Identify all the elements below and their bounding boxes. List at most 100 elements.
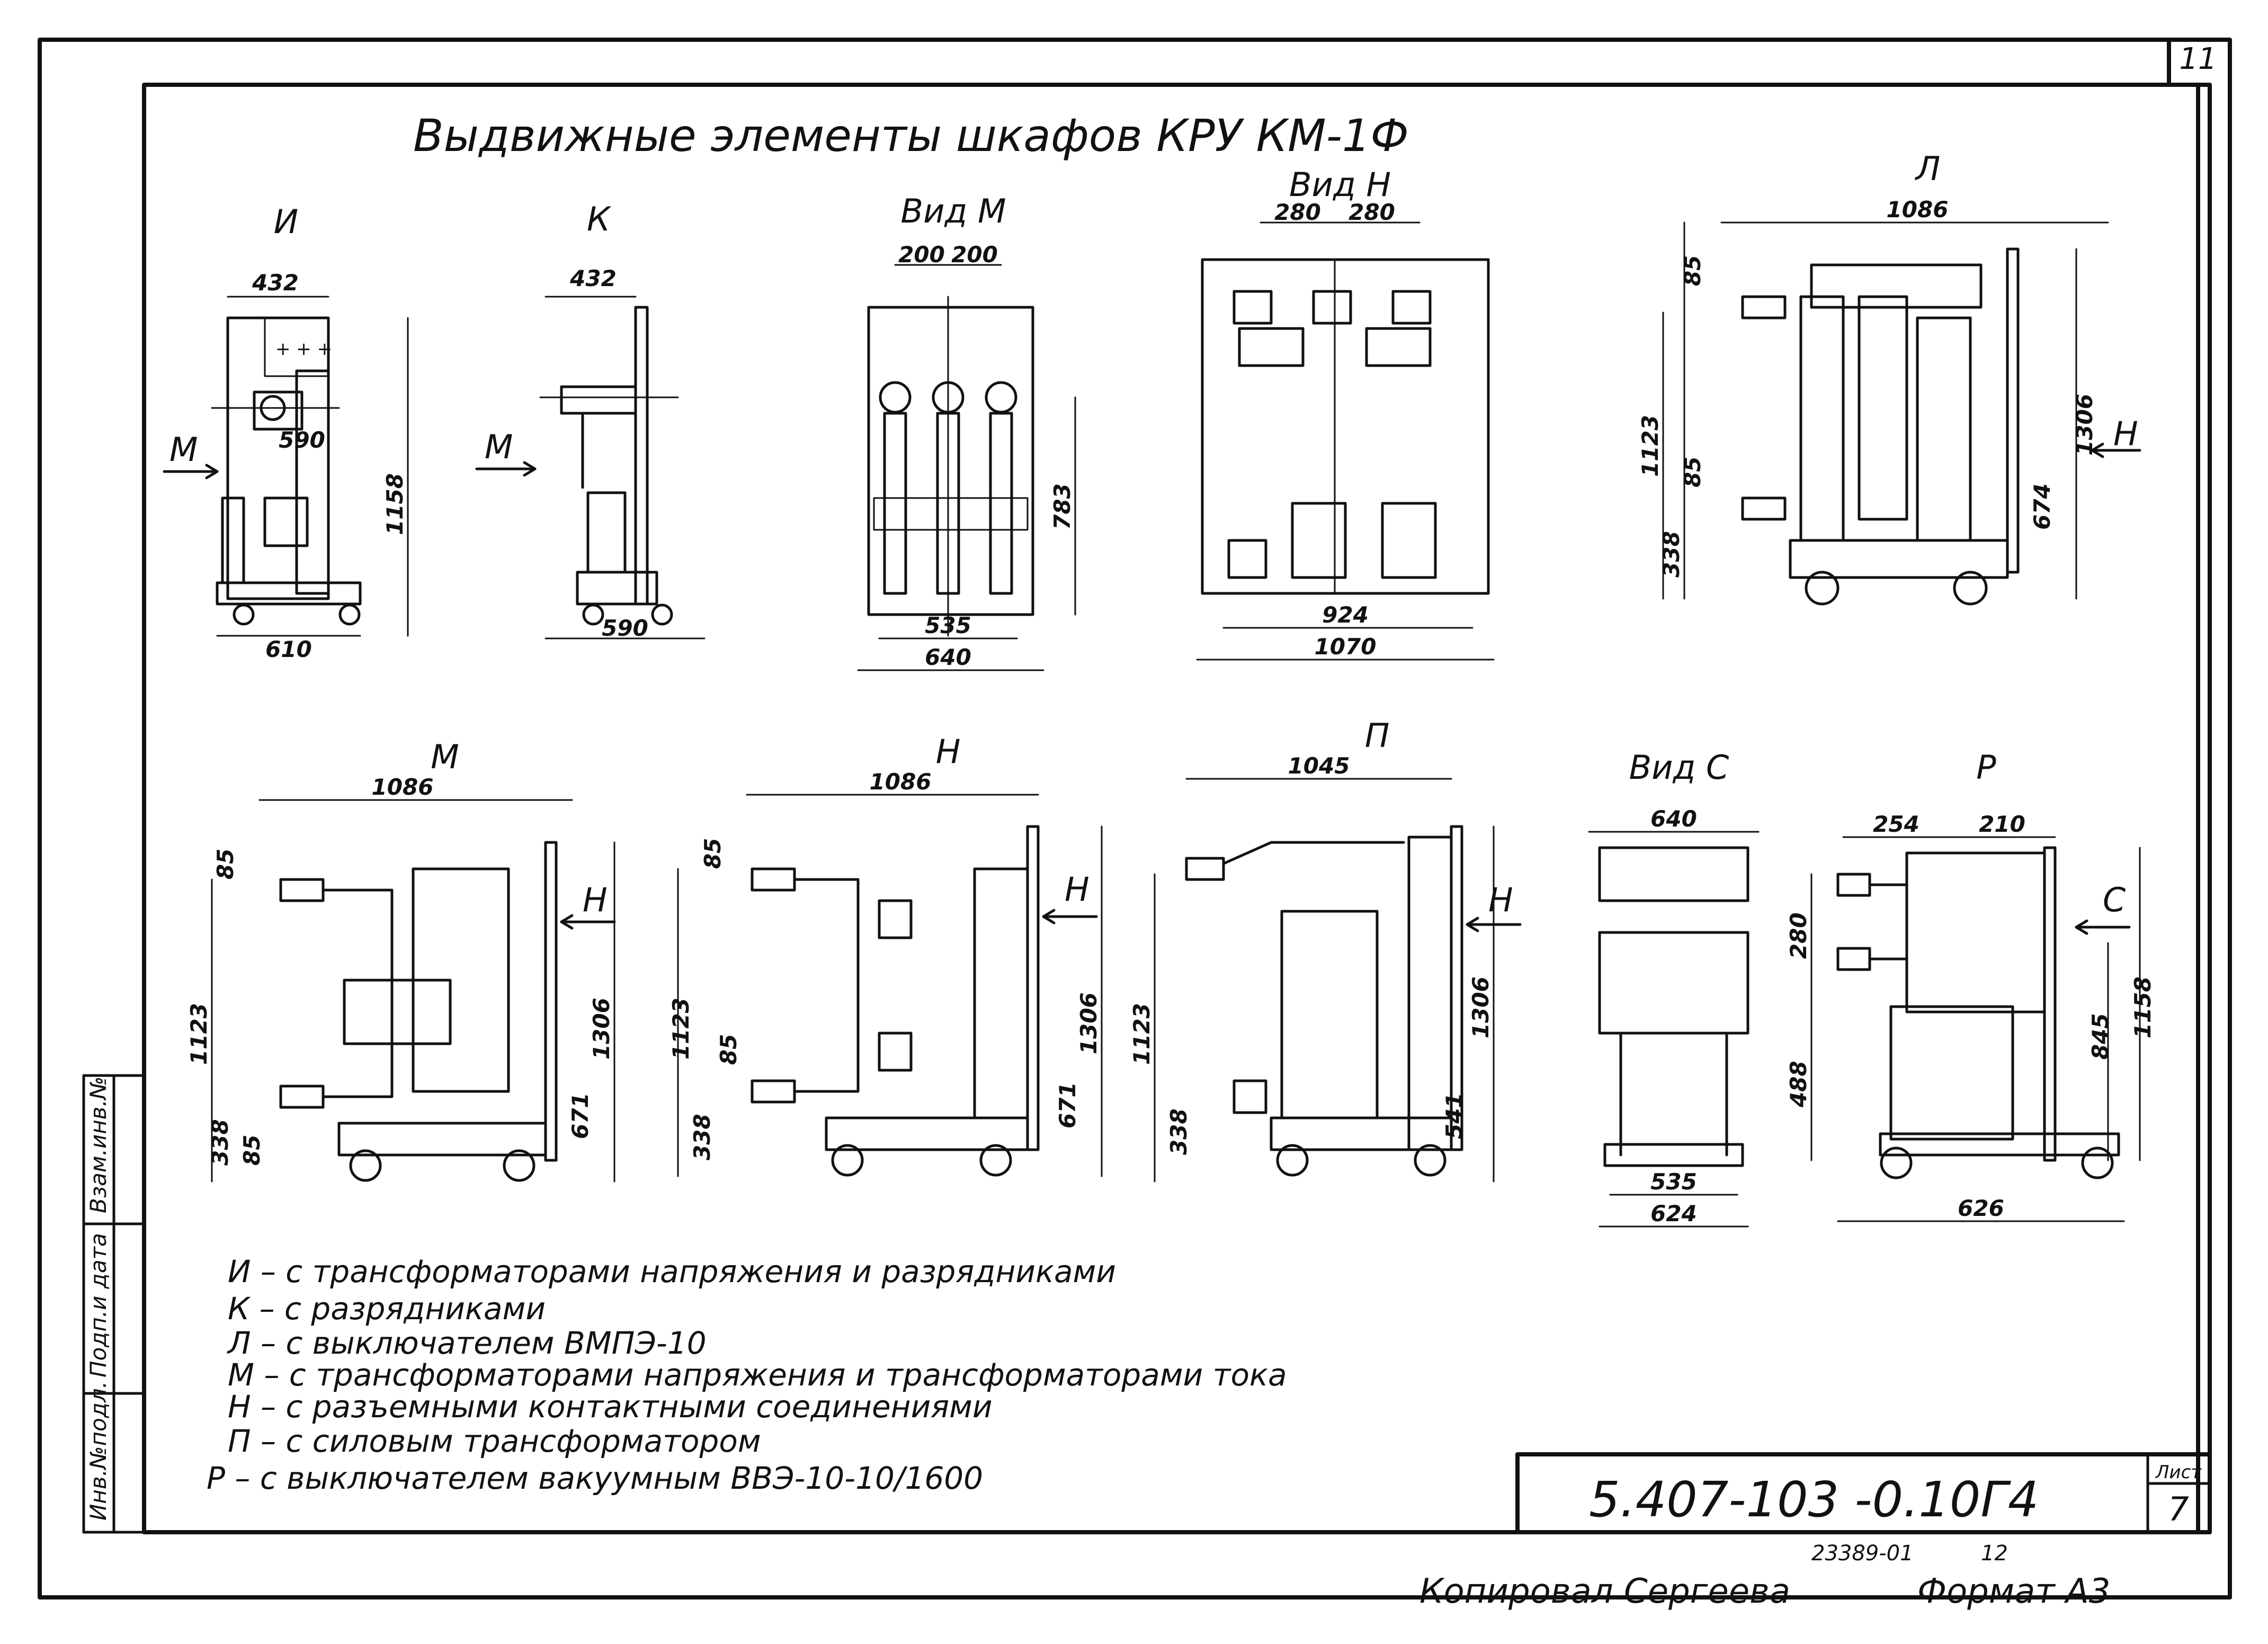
- view-K: К 432 590 М: [475, 200, 706, 641]
- arrow-C-label: С: [2103, 881, 2126, 919]
- dim-1123: 1123: [668, 998, 694, 1060]
- dim-1045: 1045: [1288, 753, 1350, 779]
- dim-200a: 200: [898, 242, 945, 268]
- dim-280b: 280: [1349, 199, 1395, 225]
- dim-1086: 1086: [1887, 197, 1949, 223]
- legend-item: М – с трансформаторами напряжения и тран…: [228, 1357, 1287, 1393]
- inner-frame: [142, 83, 2212, 1534]
- dim-338: 338: [689, 1114, 715, 1160]
- inv-number: 23389-01: [1811, 1541, 1914, 1566]
- dim-535: 535: [925, 612, 971, 638]
- legend-item: К – с разрядниками: [228, 1291, 546, 1327]
- dim-254: 254: [1873, 811, 1919, 837]
- legend-item: Л – с выключателем ВМПЭ-10: [227, 1325, 707, 1361]
- view-label: М: [431, 737, 459, 776]
- dim-1086: 1086: [372, 774, 434, 800]
- list-label: Лист: [2155, 1462, 2202, 1483]
- corner-number: 11: [2179, 42, 2217, 76]
- dim-924: 924: [1322, 602, 1369, 628]
- dim-85a: 85: [1680, 255, 1706, 286]
- dim-1123: 1123: [1129, 1003, 1155, 1065]
- dim-488: 488: [1785, 1061, 1811, 1108]
- dim-1306: 1306: [1076, 992, 1102, 1054]
- view-M: М 1086 85 1123 338 85 1306 671 Н: [186, 737, 616, 1183]
- view-label: Вид М: [901, 192, 1006, 230]
- legend-item: Н – с разъемными контактными соединениям…: [228, 1389, 993, 1425]
- legend: И – с трансформаторами напряжения и разр…: [207, 1254, 1287, 1496]
- dim-432: 432: [252, 270, 299, 296]
- arrow-N-label: Н: [583, 881, 608, 919]
- dim-1306: 1306: [2071, 394, 2097, 456]
- view-vidN: Вид Н 280 280 924 1070: [1196, 165, 1495, 661]
- arrow-N-label: Н: [1488, 881, 1513, 919]
- dim-1158: 1158: [2130, 976, 2156, 1038]
- view-vidC: Вид С 640 535 624: [1588, 748, 1760, 1228]
- view-label: Вид С: [1629, 748, 1729, 787]
- dim-590: 590: [279, 427, 325, 453]
- view-label: Вид Н: [1289, 165, 1391, 204]
- stamp-inv: Инв.№подл.: [85, 1381, 111, 1521]
- copied-by: Копировал Сергеева: [1419, 1572, 1790, 1611]
- format: Формат А3: [1917, 1572, 2111, 1611]
- stamp-replace: Взам.инв.№: [85, 1077, 111, 1213]
- list-number: 7: [2168, 1490, 2189, 1529]
- page-title: Выдвижные элементы шкафов КРУ КМ-1Ф: [413, 110, 1409, 162]
- view-R: Р 254 210 280 488 845 1158 626 С: [1785, 748, 2156, 1222]
- view-label: Н: [936, 732, 961, 771]
- side-stamp: Инв.№подл. Подп.и дата Взам.инв.№: [82, 1074, 146, 1534]
- dim-1123: 1123: [1637, 415, 1663, 477]
- inv-extra: 12: [1981, 1541, 2008, 1566]
- dim-1306: 1306: [1468, 976, 1494, 1038]
- view-P: П 1045 1123 338 1306 541 Н: [1129, 716, 1522, 1183]
- dim-280a: 280: [1274, 199, 1321, 225]
- arrow-M-label: М: [169, 430, 198, 469]
- legend-item: Р – с выключателем вакуумным ВВЭ-10-10/1…: [207, 1460, 983, 1496]
- dim-85b: 85: [239, 1135, 265, 1166]
- dim-1306: 1306: [588, 998, 614, 1060]
- arrow-N-label: Н: [1065, 870, 1090, 909]
- dim-590: 590: [602, 615, 648, 641]
- arrow-N-label: Н: [2113, 414, 2138, 453]
- dim-85b: 85: [716, 1034, 742, 1065]
- dim-210: 210: [1979, 811, 2025, 837]
- dim-671: 671: [567, 1092, 593, 1139]
- view-label: П: [1365, 716, 1390, 755]
- dim-280: 280: [1785, 912, 1811, 959]
- view-label: Л: [1915, 149, 1941, 188]
- dim-85a: 85: [700, 838, 726, 869]
- arrow-M-label: М: [485, 428, 513, 466]
- dim-640: 640: [925, 644, 971, 670]
- view-I: И + + + 432 590 1158 610 М: [163, 202, 409, 662]
- outer-border: [38, 38, 2232, 1599]
- view-L: Л 1086 85 1123 85 338 1306 674 Н: [1637, 149, 2141, 606]
- view-label: И: [274, 202, 298, 241]
- dim-338: 338: [207, 1119, 233, 1166]
- dim-85b: 85: [1680, 457, 1706, 487]
- dim-1123: 1123: [186, 1003, 212, 1065]
- legend-item: И – с трансформаторами напряжения и разр…: [228, 1254, 1116, 1290]
- dim-783: 783: [1049, 483, 1075, 530]
- dim-541: 541: [1441, 1092, 1467, 1139]
- dim-624: 624: [1650, 1201, 1697, 1227]
- dim-610: 610: [265, 636, 312, 662]
- svg-text:+ + +: + + +: [275, 339, 332, 360]
- dim-535: 535: [1650, 1169, 1697, 1195]
- dim-626: 626: [1958, 1195, 2004, 1221]
- stamp-sign: Подп.и дата: [85, 1233, 111, 1378]
- dim-671: 671: [1055, 1082, 1081, 1128]
- dim-1086: 1086: [870, 769, 932, 795]
- dim-1070: 1070: [1315, 634, 1377, 660]
- dim-432: 432: [569, 265, 617, 291]
- dim-200b: 200: [951, 242, 998, 268]
- view-label: Р: [1976, 748, 1996, 787]
- title-block: 5.407-103 -0.10Г4 Лист 7: [1515, 1452, 2212, 1534]
- view-vidM: Вид М 200 200 783 535 640: [857, 192, 1076, 671]
- doc-code: 5.407-103 -0.10Г4: [1589, 1471, 2039, 1528]
- dim-674: 674: [2029, 483, 2055, 530]
- dim-85a: 85: [212, 849, 238, 879]
- dim-1158: 1158: [382, 473, 408, 535]
- dim-338: 338: [1658, 531, 1684, 577]
- dim-640: 640: [1650, 806, 1697, 832]
- legend-item: П – с силовым трансформатором: [228, 1423, 761, 1459]
